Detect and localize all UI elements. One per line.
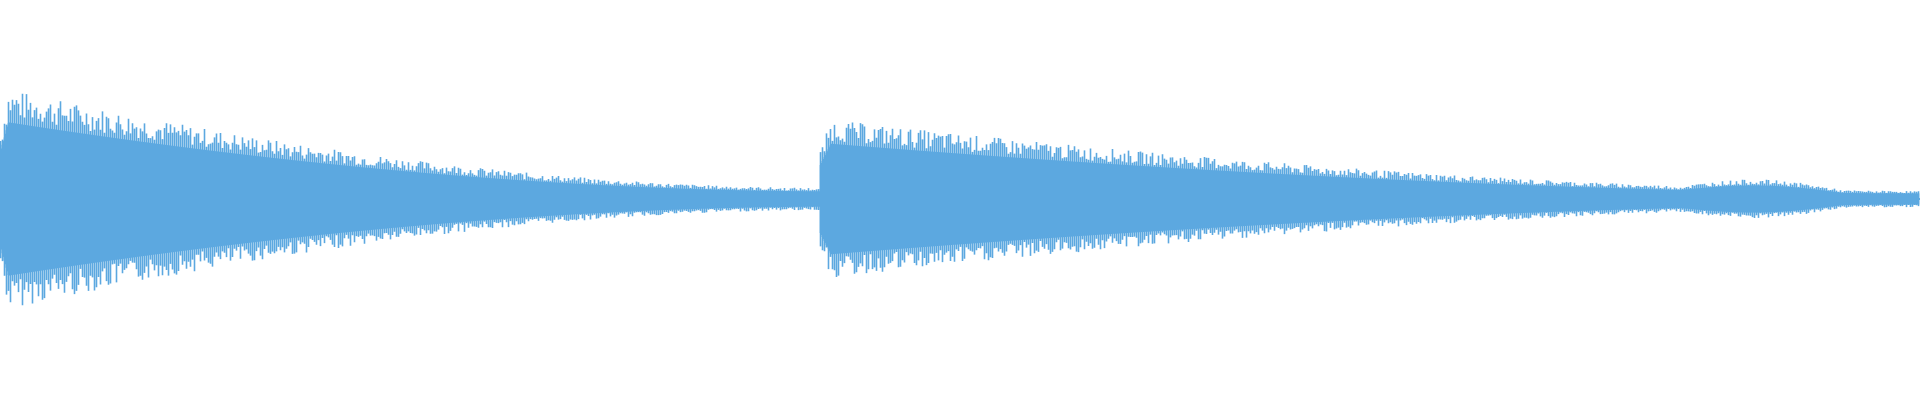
audio-waveform[interactable] bbox=[0, 0, 1920, 400]
waveform-panel[interactable] bbox=[0, 0, 1920, 400]
